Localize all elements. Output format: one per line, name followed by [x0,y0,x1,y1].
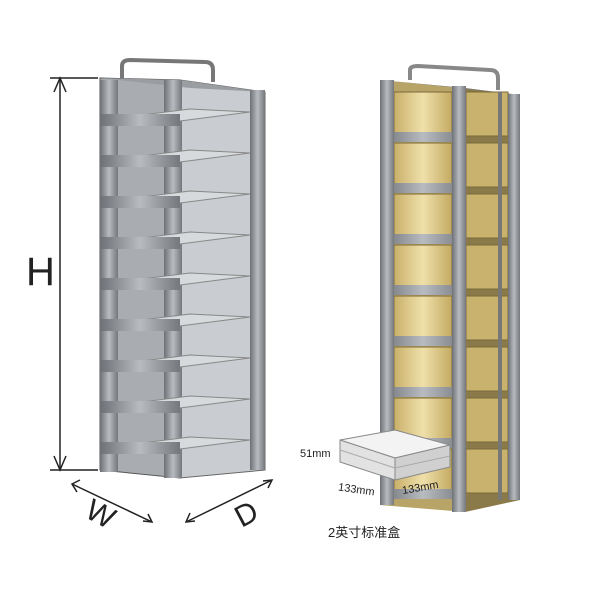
dimension-arrows [50,76,274,523]
front-strap [100,155,180,167]
front-strap [100,114,180,126]
front-strap [100,196,180,208]
storage-box [393,142,453,188]
standard-box-diagram [339,429,451,481]
storage-box [393,193,453,239]
front-strap [100,401,180,413]
front-strap [380,132,466,142]
front-strap [380,489,466,499]
front-strap [100,360,180,372]
empty-rack [99,57,266,479]
storage-box [393,346,453,392]
front-strap [380,183,466,193]
front-strap [100,319,180,331]
storage-box [393,91,453,137]
box-height-label: 51mm [300,448,331,460]
height-label: H [26,250,55,294]
front-strap [100,237,180,249]
front-strap [380,387,466,397]
front-strap [100,442,180,454]
front-strap [100,278,180,290]
front-strap [380,285,466,295]
front-strap [380,336,466,346]
standard-box-caption: 2英寸标准盒 [328,525,401,540]
storage-box [393,244,453,290]
storage-box [393,295,453,341]
front-strap [380,234,466,244]
